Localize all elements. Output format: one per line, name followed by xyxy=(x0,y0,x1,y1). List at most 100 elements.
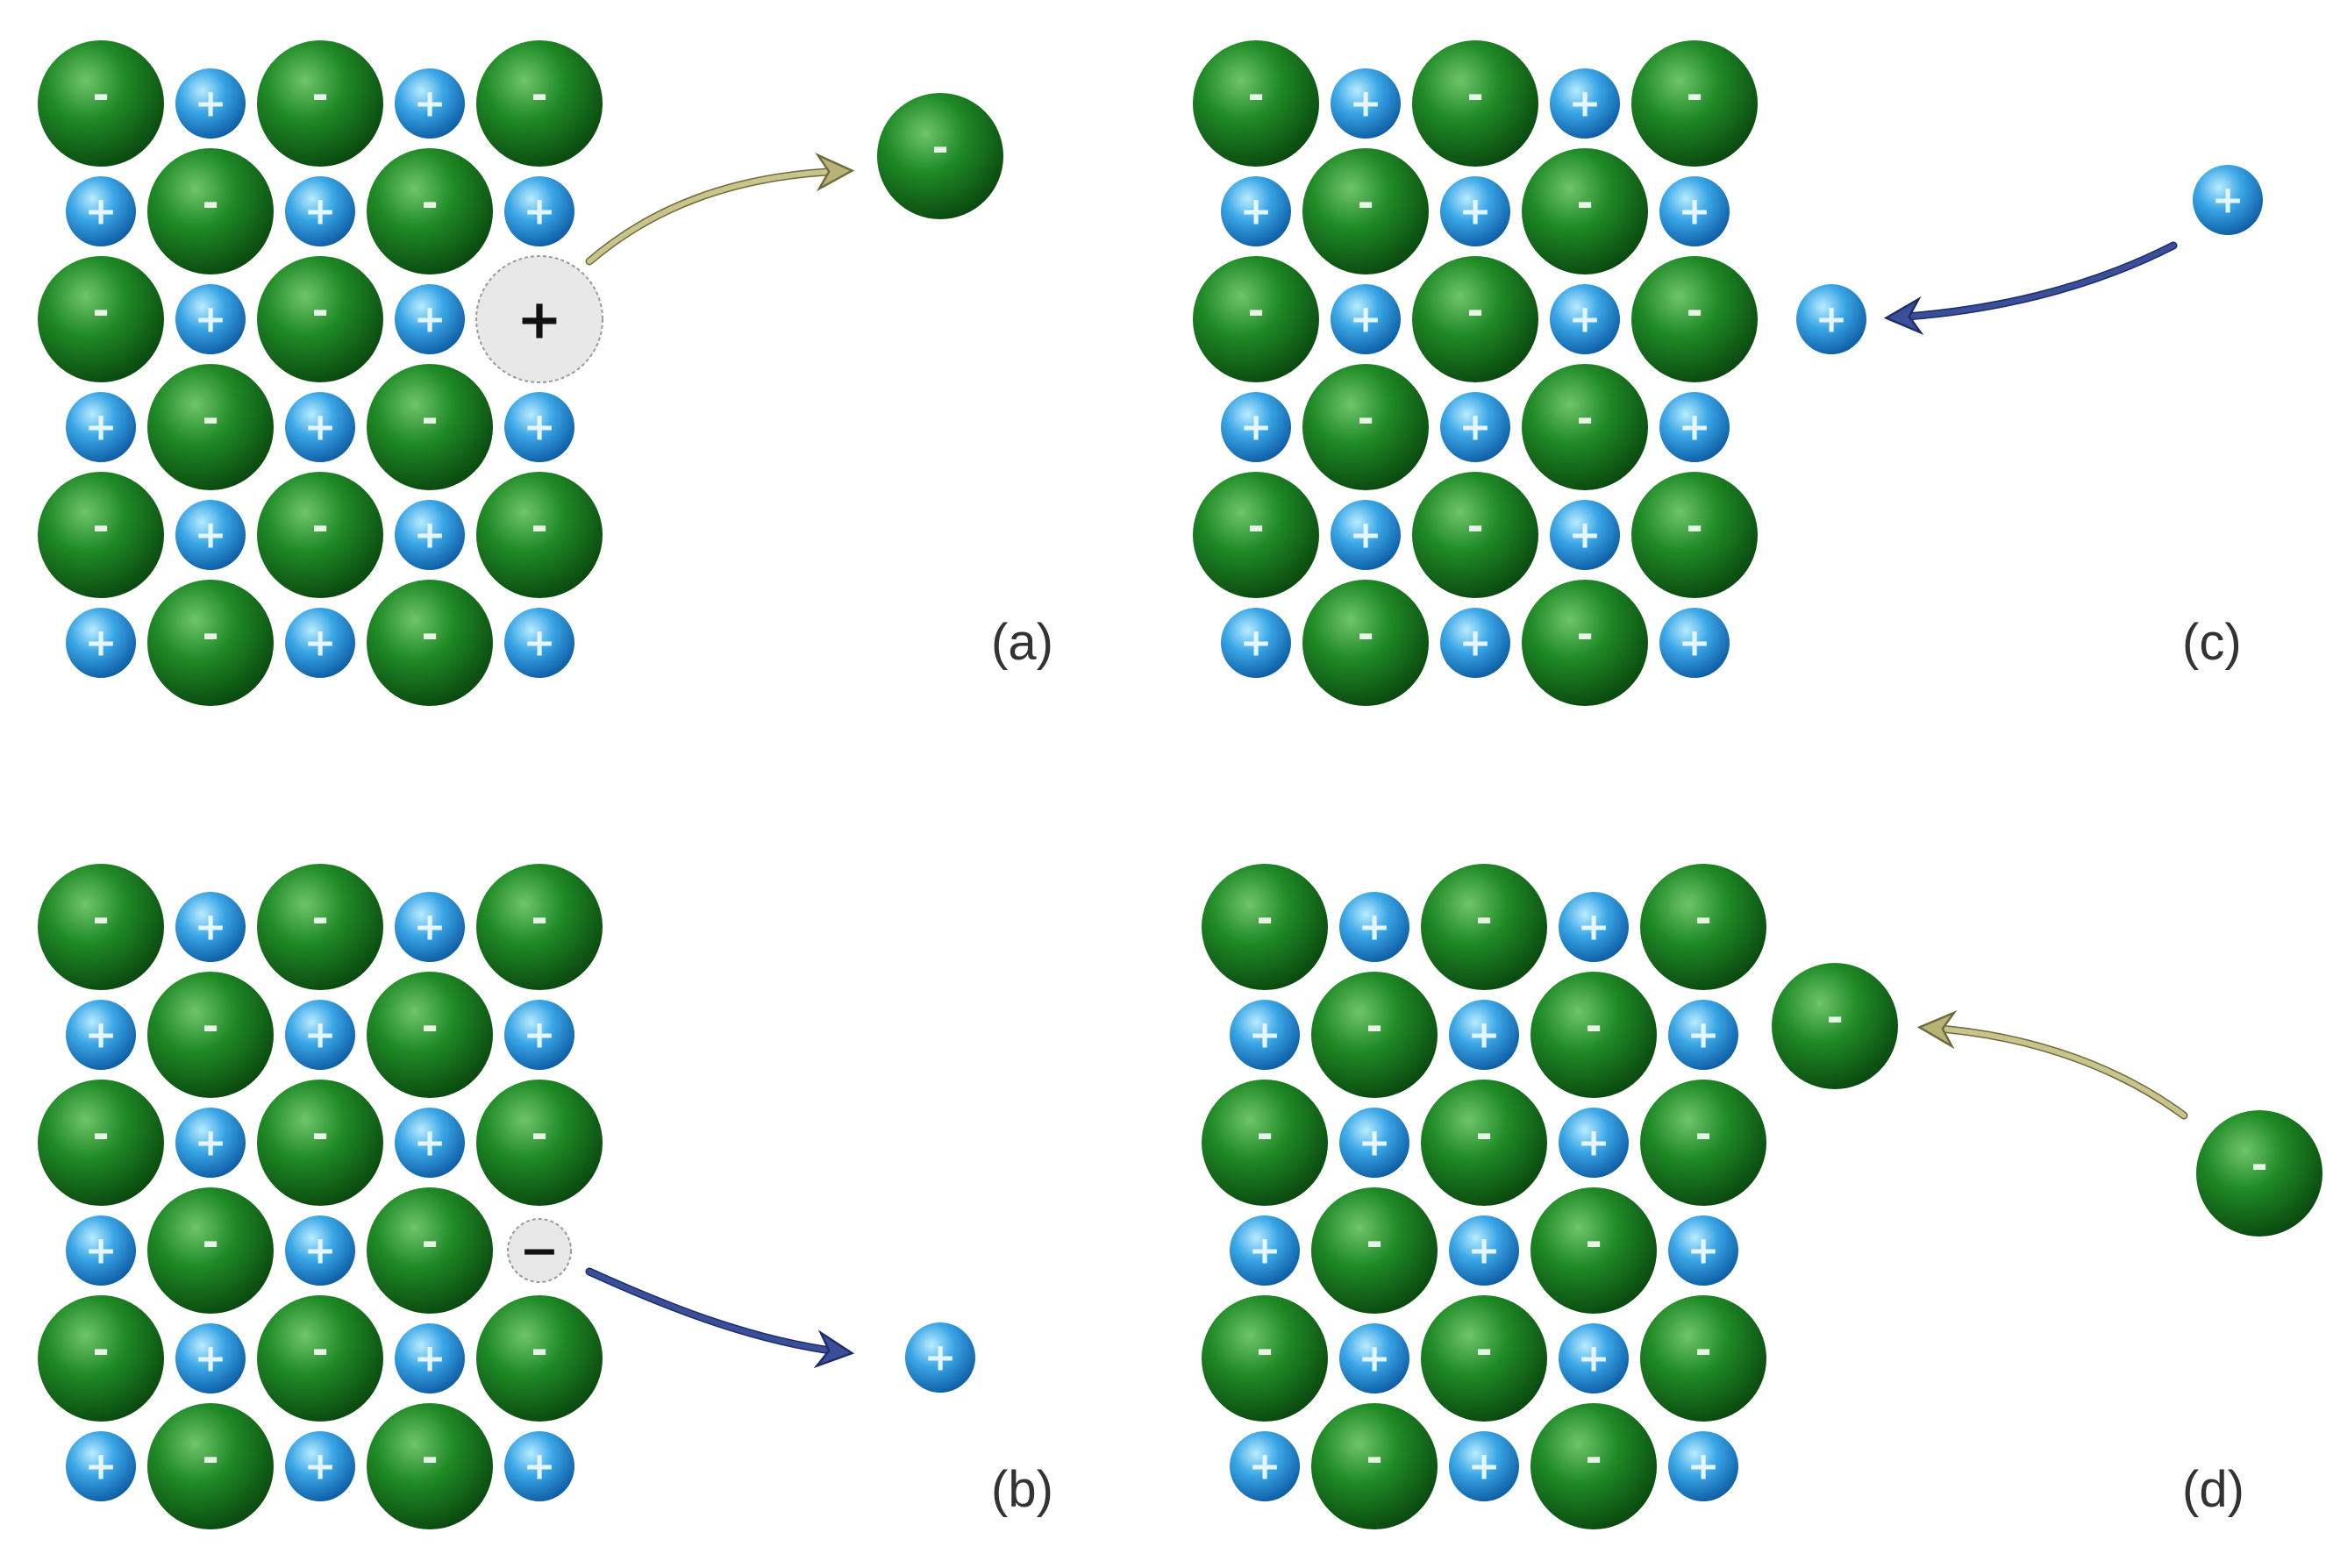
cation-sphere xyxy=(504,176,574,246)
cation-sphere xyxy=(1550,284,1620,354)
anion-sphere xyxy=(147,972,274,1098)
cation: + xyxy=(1550,68,1620,139)
cation: + xyxy=(1230,1215,1300,1286)
panel-label-d: (d) xyxy=(2182,1461,2244,1518)
cation: + xyxy=(66,176,136,246)
anion-sphere xyxy=(1412,472,1538,598)
escaped-cation: + xyxy=(905,1322,975,1393)
anion-sphere xyxy=(367,1187,493,1314)
anion: - xyxy=(147,1187,274,1314)
cation-sphere xyxy=(1230,1431,1300,1501)
anion-sphere xyxy=(476,1295,603,1422)
cation-sphere xyxy=(1230,1000,1300,1070)
cation: + xyxy=(395,284,465,354)
migration-arrow xyxy=(585,153,855,266)
panel-label-a: (a) xyxy=(991,614,1053,671)
anion-sphere xyxy=(1193,40,1319,167)
anion-sphere xyxy=(1311,972,1438,1098)
adsorbed-anion: - xyxy=(1772,963,1898,1089)
migration-arrow xyxy=(1916,1009,2188,1120)
cation: + xyxy=(66,392,136,462)
anion-sphere xyxy=(38,864,164,990)
anion-sphere xyxy=(1421,1295,1547,1422)
anion: - xyxy=(1421,864,1547,990)
cation: + xyxy=(1449,1215,1519,1286)
anion: - xyxy=(1412,256,1538,382)
cation: + xyxy=(285,176,355,246)
cation-sphere xyxy=(395,500,465,570)
anion-sphere xyxy=(38,40,164,167)
anion: - xyxy=(257,1080,383,1206)
cation: + xyxy=(175,1323,246,1393)
cation: + xyxy=(175,500,246,570)
cation-sphere xyxy=(1659,176,1730,246)
anion-sphere xyxy=(1202,1295,1328,1422)
anion: - xyxy=(147,972,274,1098)
cation: + xyxy=(1449,1431,1519,1501)
cation: + xyxy=(1668,1000,1738,1070)
cation-sphere xyxy=(175,500,246,570)
cation: + xyxy=(1230,1000,1300,1070)
anion-sphere xyxy=(1522,148,1648,274)
anion-sphere xyxy=(1640,1295,1766,1422)
cation: + xyxy=(285,608,355,678)
arrow-outline xyxy=(585,167,848,266)
cation-sphere xyxy=(504,1000,574,1070)
vacancy-circle xyxy=(475,255,603,383)
cation-sphere xyxy=(285,1000,355,1070)
anion: - xyxy=(367,580,493,706)
cation: + xyxy=(175,892,246,962)
cation-sphere xyxy=(395,1323,465,1393)
cation-sphere xyxy=(285,1431,355,1501)
panel-label-b: (b) xyxy=(991,1461,1053,1518)
anion: - xyxy=(367,148,493,274)
cation-sphere xyxy=(1440,176,1510,246)
cation-sphere xyxy=(504,392,574,462)
cation: + xyxy=(1331,68,1401,139)
cation-sphere xyxy=(66,176,136,246)
anion: - xyxy=(1530,972,1657,1098)
cation: + xyxy=(395,1323,465,1393)
cation-sphere xyxy=(1221,392,1291,462)
cation: + xyxy=(1559,1108,1629,1178)
anion: - xyxy=(1640,1295,1766,1422)
migration-arrow xyxy=(1883,241,2178,336)
anion: - xyxy=(1530,1403,1657,1529)
anion-sphere xyxy=(367,972,493,1098)
anion: - xyxy=(367,1187,493,1314)
cation-sphere xyxy=(1440,608,1510,678)
anion: - xyxy=(257,40,383,167)
panel-d: -+-+-+-+-+-+-+-+-+-+-+-+-+-+-+-- xyxy=(1202,864,2322,1529)
cation-sphere xyxy=(1339,892,1409,962)
cation: + xyxy=(1440,608,1510,678)
anion: - xyxy=(367,972,493,1098)
cation-sphere xyxy=(1659,392,1730,462)
cation-sphere xyxy=(1550,500,1620,570)
anion-sphere xyxy=(1631,472,1758,598)
anion-sphere xyxy=(1530,1187,1657,1314)
cation: + xyxy=(395,892,465,962)
cation-sphere xyxy=(395,1108,465,1178)
anion-sphere xyxy=(2196,1110,2322,1237)
anion-sphere xyxy=(147,364,274,490)
cation: + xyxy=(175,1108,246,1178)
cation: + xyxy=(285,1431,355,1501)
arrow-outline xyxy=(1923,1023,2188,1120)
cation-sphere xyxy=(395,892,465,962)
anion: - xyxy=(1631,472,1758,598)
anion: - xyxy=(38,1295,164,1422)
anion: - xyxy=(476,472,603,598)
anion-sphere xyxy=(476,1080,603,1206)
anion: - xyxy=(1193,472,1319,598)
anion-sphere xyxy=(1522,580,1648,706)
anion: - xyxy=(367,364,493,490)
anion: - xyxy=(38,256,164,382)
incoming-cation: + xyxy=(2193,165,2263,235)
cation-sphere xyxy=(1559,892,1629,962)
cation: + xyxy=(66,608,136,678)
cation-sphere xyxy=(285,608,355,678)
anion-sphere xyxy=(38,1080,164,1206)
panel-a: -+-+-+-+-+-+-+++-+-+-+-+-+-+-+- xyxy=(38,40,1003,706)
cation: + xyxy=(1331,500,1401,570)
cation: + xyxy=(1440,392,1510,462)
